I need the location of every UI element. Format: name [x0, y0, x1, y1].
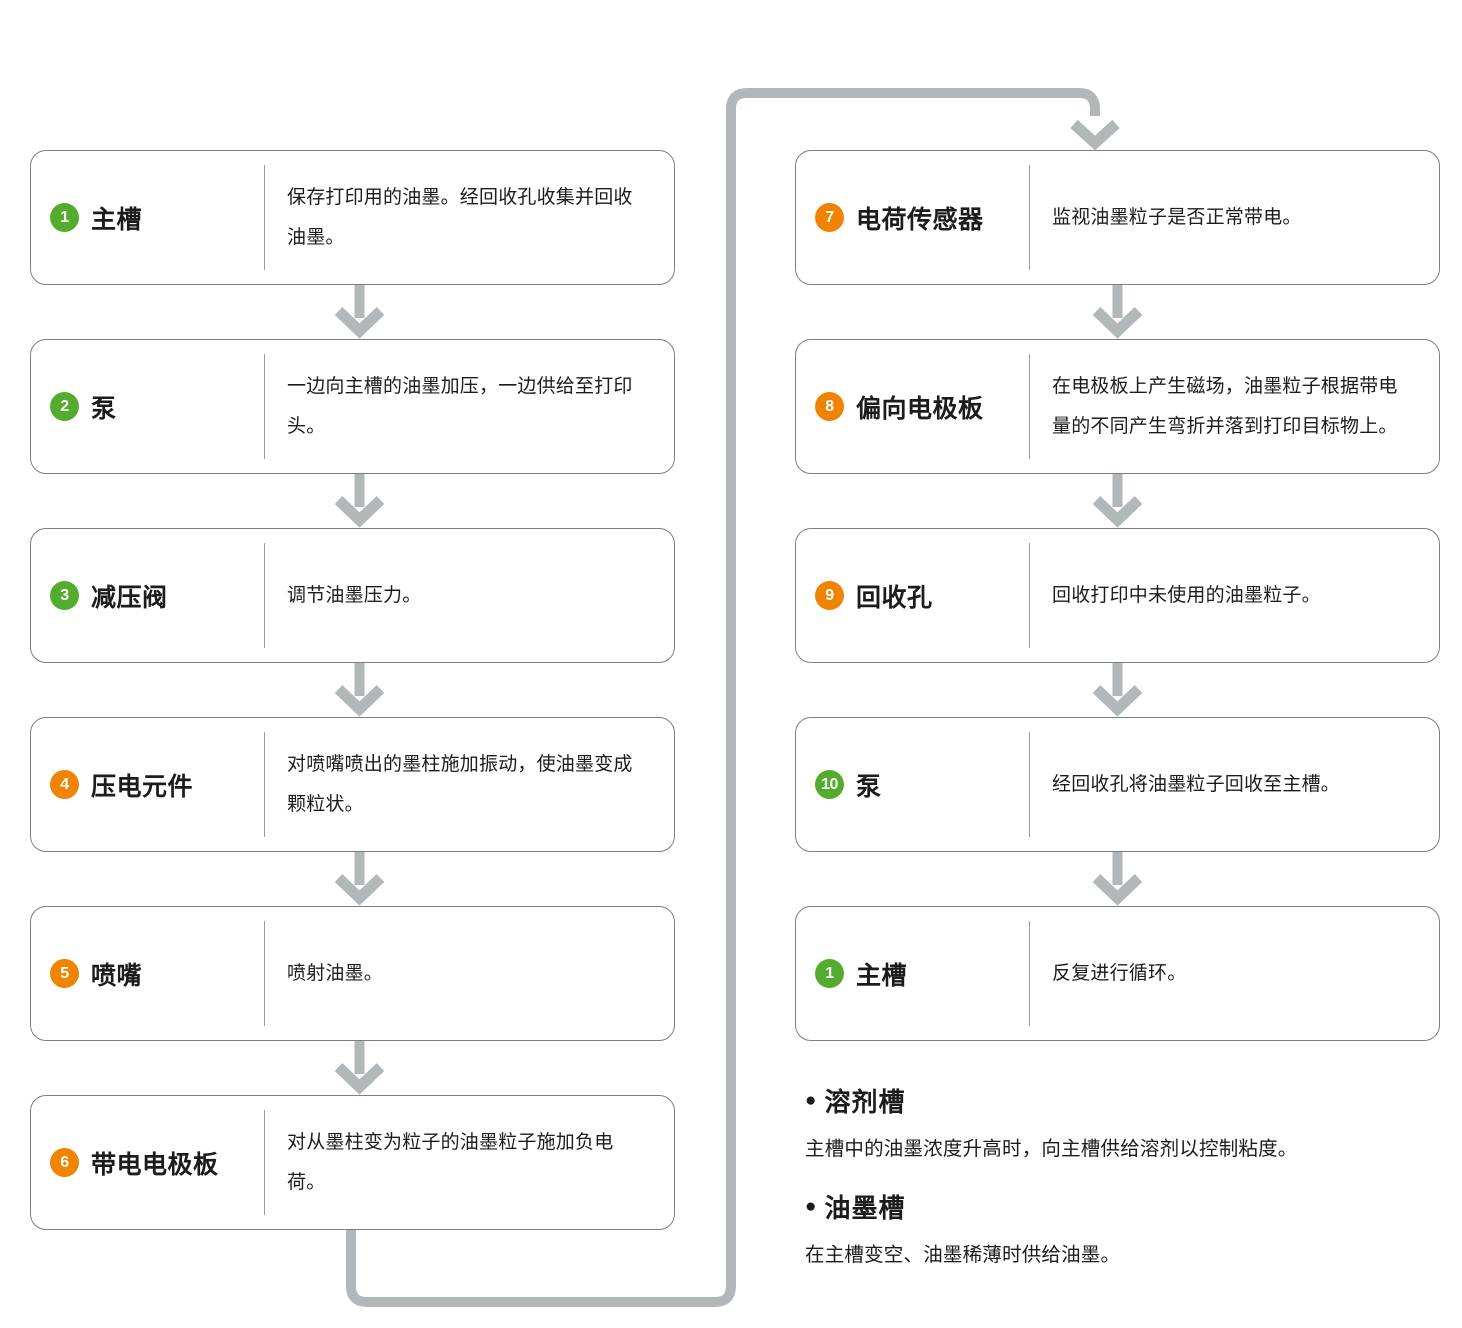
- loop-connector-arrow: [346, 88, 1120, 1307]
- divider: [1029, 165, 1030, 270]
- divider: [264, 732, 265, 837]
- step-description: 喷射油墨。: [287, 962, 384, 984]
- arrow-down-icon: [1092, 284, 1143, 339]
- step-number-badge: 5: [50, 959, 79, 988]
- arrow-down-icon: [334, 851, 385, 906]
- arrow-down-icon: [334, 1040, 385, 1095]
- note-description: 主槽中的油墨浓度升高时，向主槽供给溶剂以控制粘度。: [805, 1138, 1298, 1160]
- step-number-badge: 2: [50, 392, 79, 421]
- step-number-badge: 1: [50, 203, 79, 232]
- step-description: 保存打印用的油墨。经回收孔收集并回收油墨。: [287, 186, 633, 248]
- flow-step-box: 9 回收孔 回收打印中未使用的油墨粒子。: [795, 528, 1440, 663]
- step-number-badge: 9: [815, 581, 844, 610]
- step-label: 带电电极板: [91, 1150, 219, 1179]
- step-label: 电荷传感器: [856, 205, 984, 234]
- arrow-down-icon: [1092, 851, 1143, 906]
- flow-step-box: 8 偏向电极板 在电极板上产生磁场，油墨粒子根据带电量的不同产生弯折并落到打印目…: [795, 339, 1440, 474]
- note-ink-tank: ● 油墨槽 在主槽变空、油墨稀薄时供给油墨。: [805, 1188, 1425, 1267]
- note-description: 在主槽变空、油墨稀薄时供给油墨。: [805, 1244, 1121, 1266]
- divider: [264, 921, 265, 1026]
- flow-step-box: 6 带电电极板 对从墨柱变为粒子的油墨粒子施加负电荷。: [30, 1095, 675, 1230]
- arrow-down-icon: [334, 662, 385, 717]
- flow-step-box: 1 主槽 反复进行循环。: [795, 906, 1440, 1041]
- step-label: 泵: [91, 394, 117, 423]
- step-label: 主槽: [856, 961, 908, 990]
- step-label: 回收孔: [856, 583, 933, 612]
- step-description: 回收打印中未使用的油墨粒子。: [1052, 584, 1321, 606]
- step-label: 偏向电极板: [856, 394, 984, 423]
- step-description: 一边向主槽的油墨加压，一边供给至打印头。: [287, 375, 633, 437]
- step-description: 调节油墨压力。: [287, 584, 422, 606]
- divider: [264, 543, 265, 648]
- divider: [1029, 543, 1030, 648]
- step-number-badge: 8: [815, 392, 844, 421]
- step-number-badge: 1: [815, 959, 844, 988]
- flow-step-box: 10 泵 经回收孔将油墨粒子回收至主槽。: [795, 717, 1440, 852]
- note-solvent-tank: ● 溶剂槽 主槽中的油墨浓度升高时，向主槽供给溶剂以控制粘度。: [805, 1082, 1425, 1161]
- flow-step-box: 2 泵 一边向主槽的油墨加压，一边供给至打印头。: [30, 339, 675, 474]
- step-label: 减压阀: [91, 583, 168, 612]
- flow-step-box: 3 减压阀 调节油墨压力。: [30, 528, 675, 663]
- step-label: 压电元件: [91, 772, 194, 801]
- step-number-badge: 7: [815, 203, 844, 232]
- step-description: 在电极板上产生磁场，油墨粒子根据带电量的不同产生弯折并落到打印目标物上。: [1052, 375, 1398, 437]
- divider: [264, 1110, 265, 1215]
- divider: [1029, 732, 1030, 837]
- note-title-row: ● 溶剂槽: [805, 1082, 1425, 1119]
- flow-step-box: 7 电荷传感器 监视油墨粒子是否正常带电。: [795, 150, 1440, 285]
- step-number-badge: 10: [815, 770, 844, 799]
- flow-step-box: 4 压电元件 对喷嘴喷出的墨柱施加振动，使油墨变成颗粒状。: [30, 717, 675, 852]
- arrow-down-icon: [334, 473, 385, 528]
- step-description: 监视油墨粒子是否正常带电。: [1052, 206, 1302, 228]
- step-description: 经回收孔将油墨粒子回收至主槽。: [1052, 773, 1341, 795]
- divider: [264, 165, 265, 270]
- arrow-down-icon: [1092, 473, 1143, 528]
- note-title: 溶剂槽: [824, 1087, 906, 1117]
- step-description: 反复进行循环。: [1052, 962, 1187, 984]
- arrow-down-icon: [334, 284, 385, 339]
- step-number-badge: 4: [50, 770, 79, 799]
- bullet-icon: ●: [805, 1196, 818, 1217]
- note-title: 油墨槽: [824, 1193, 906, 1223]
- step-label: 泵: [856, 772, 882, 801]
- divider: [1029, 921, 1030, 1026]
- divider: [264, 354, 265, 459]
- step-label: 主槽: [91, 205, 143, 234]
- step-label: 喷嘴: [91, 961, 143, 990]
- step-number-badge: 3: [50, 581, 79, 610]
- step-description: 对从墨柱变为粒子的油墨粒子施加负电荷。: [287, 1131, 614, 1193]
- step-number-badge: 6: [50, 1148, 79, 1177]
- flow-step-box: 1 主槽 保存打印用的油墨。经回收孔收集并回收油墨。: [30, 150, 675, 285]
- step-description: 对喷嘴喷出的墨柱施加振动，使油墨变成颗粒状。: [287, 753, 633, 815]
- bullet-icon: ●: [805, 1090, 818, 1111]
- arrow-down-icon: [1092, 662, 1143, 717]
- flow-step-box: 5 喷嘴 喷射油墨。: [30, 906, 675, 1041]
- note-title-row: ● 油墨槽: [805, 1188, 1425, 1225]
- divider: [1029, 354, 1030, 459]
